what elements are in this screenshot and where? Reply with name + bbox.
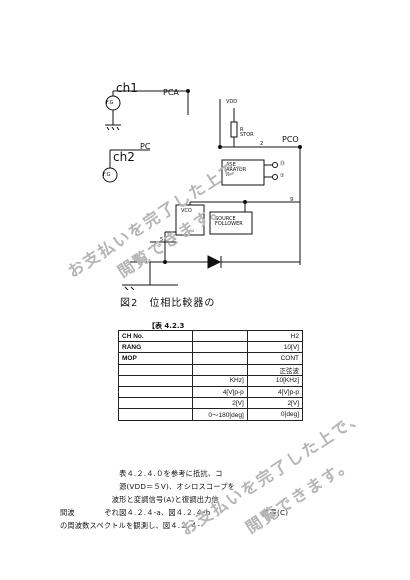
pin9-label: 9: [290, 197, 294, 203]
table-cell: 4[V]p-p: [191, 385, 248, 399]
table-row: RANG 10[V]: [118, 341, 304, 354]
table-cell: [118, 385, 193, 399]
vdd-label: VDD: [226, 99, 238, 105]
table-row: 0～180[deg]0[deg]: [118, 408, 304, 421]
circuit-diagram: [102, 89, 302, 290]
pc-label: PC: [140, 142, 151, 151]
pin2-label: 2: [260, 141, 264, 147]
table-cell: [191, 341, 248, 354]
table-cell: 10[KHz]: [246, 374, 304, 387]
table-cell: 正弦波: [246, 363, 304, 376]
table-cell: KHz]: [191, 374, 248, 387]
pin13-label: ⑬: [280, 161, 286, 167]
table-cell: 2[V]: [191, 397, 248, 410]
table-row: 2[V]2[V]: [118, 397, 304, 410]
table-cell: 0[deg]: [246, 408, 304, 421]
table-cell: [191, 363, 248, 376]
comparator-box: [221, 159, 265, 186]
table-cell: [191, 329, 248, 343]
table-cell: CH No.: [118, 329, 193, 343]
fg2-label: F.G: [103, 172, 111, 178]
comparator-label: ASE ARATOR II: [226, 162, 247, 178]
table-cell: RANG: [118, 341, 193, 354]
fg1-label: F.G: [106, 100, 114, 106]
paragraph-line-3: 波形と変調信号(A)と復調出力信: [60, 495, 219, 504]
table-row: 正弦波: [118, 363, 304, 376]
table-cell: [118, 374, 193, 387]
source-follower-box: [209, 211, 253, 235]
ch1-label: ch1: [116, 81, 138, 95]
table-cell: MOP: [118, 352, 193, 365]
paragraph-line-5: の周波数スペクトルを観測し、図４.２.４-: [60, 521, 201, 530]
table-title: 【表 4.2.3: [148, 322, 185, 330]
pin5-label: 5: [160, 237, 164, 243]
resistor-label: R STOR: [240, 127, 254, 138]
paragraph-line-4: 間波 ぞれ図４.２.４-a、図４.２.４-b 信号(C): [60, 508, 289, 517]
table-cell: [118, 363, 193, 376]
ch2-label: ch2: [113, 150, 135, 164]
table-cell: [118, 397, 193, 410]
pin1-label: ①: [280, 173, 285, 179]
table-row: MOP CONT: [118, 352, 304, 365]
table-cell: 4[V]p-p: [246, 385, 304, 399]
table-cell: [191, 352, 248, 365]
table-cell: [118, 408, 193, 421]
pco-label: PCO: [282, 135, 299, 144]
table-cell: CONT: [246, 352, 304, 365]
paragraph-line-2: 源(VDD＝５V)、オシロスコープを: [60, 482, 236, 491]
source-follower-label: SOURCE FOLLOWER: [215, 216, 243, 227]
table-row: CH No. H2: [118, 329, 304, 343]
table-cell: 0～180[deg]: [191, 408, 248, 421]
figure-caption: 図2 位相比較器の: [120, 298, 216, 309]
paragraph-line-1: 表４.２.４.０を参考に抵抗、コ: [60, 469, 223, 478]
vco-label: VCO: [181, 208, 192, 214]
table-cell: H2: [246, 329, 304, 343]
table-row: KHz]10[KHz]: [118, 374, 304, 387]
table-cell: 10[V]: [246, 341, 304, 354]
pca-label: PCA: [163, 88, 179, 97]
table-cell: 2[V]: [246, 397, 304, 410]
